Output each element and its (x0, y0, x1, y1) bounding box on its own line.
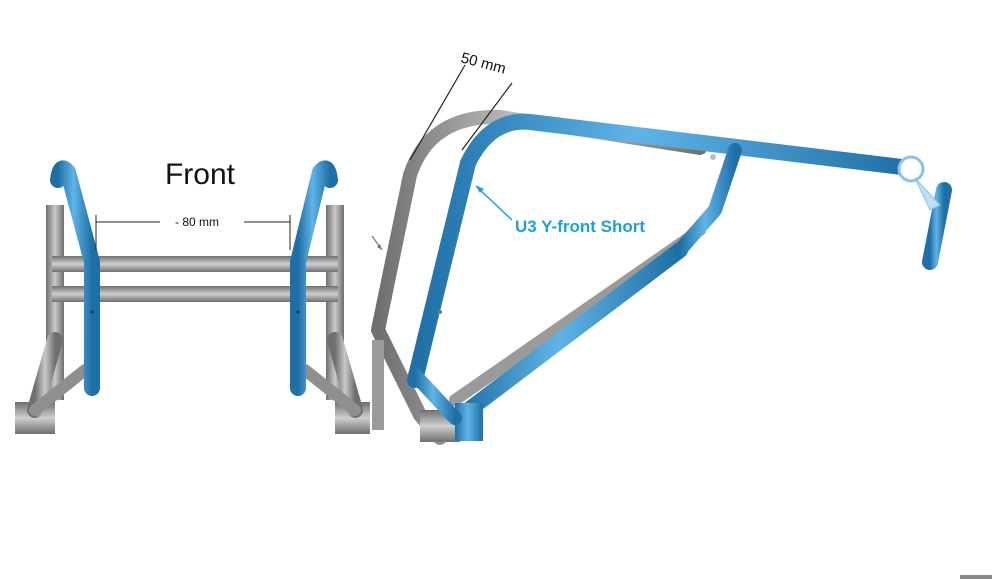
side-grey-hoop (371, 109, 707, 445)
front-left-grey-leg (27, 332, 63, 418)
front-right-grey-brace (299, 364, 361, 416)
front-lower-crossbar (52, 286, 338, 302)
callout-label: U3 Y-front Short (515, 217, 645, 236)
front-left-blue-tube (50, 160, 100, 396)
front-left-grey-brace (29, 364, 91, 416)
side-grey-stub (372, 340, 384, 430)
side-small-tab (710, 154, 716, 160)
front-right-bolt (296, 310, 300, 314)
side-small-bolt-1 (438, 310, 442, 314)
callout-leader (477, 187, 513, 221)
side-blue-y-branch (673, 143, 742, 257)
side-mount-ring (897, 155, 925, 183)
front-title: Front (165, 158, 236, 191)
side-left-arrowhead (377, 244, 382, 250)
front-dimension (95, 215, 291, 250)
front-upper-crossbar (52, 256, 338, 272)
side-blue-lower-leg (408, 368, 462, 425)
side-blue-rear-post (922, 182, 952, 270)
side-dimension-label: 50 mm (459, 49, 508, 77)
front-dimension-label: - 80 mm (175, 215, 219, 229)
front-view: Front - 80 mm (15, 158, 370, 434)
side-mount-bracket (914, 177, 941, 211)
side-view: 50 mm U3 Y-front Short (371, 49, 952, 445)
side-blue-hoop (407, 113, 918, 388)
callout-arrowhead (475, 185, 484, 193)
side-small-bolt-2 (388, 296, 392, 300)
front-right-blue-tube (290, 160, 338, 396)
front-left-bolt (90, 310, 94, 314)
side-dimension (409, 64, 513, 161)
front-right-grey-leg (327, 332, 363, 418)
corner-mark (960, 575, 992, 579)
side-blue-diagonal (450, 242, 688, 426)
